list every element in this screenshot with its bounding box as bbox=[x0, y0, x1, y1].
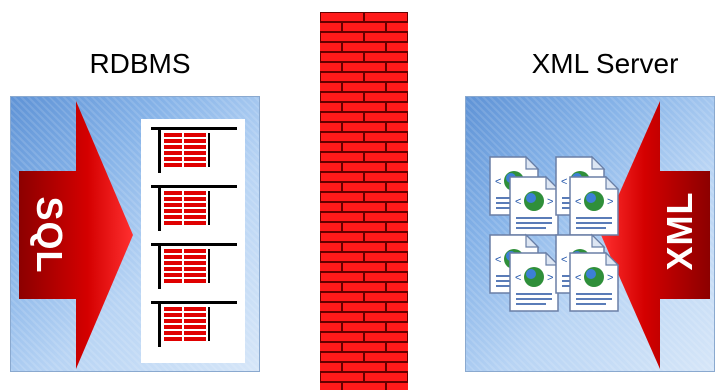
table-icon bbox=[149, 241, 239, 291]
xml-label: XML bbox=[659, 192, 701, 271]
svg-text:<: < bbox=[515, 196, 521, 208]
table-icon bbox=[149, 183, 239, 233]
svg-text:<: < bbox=[515, 272, 521, 284]
xml-document-icon: < > bbox=[566, 175, 622, 237]
svg-text:<: < bbox=[575, 272, 581, 284]
svg-text:>: > bbox=[607, 196, 613, 208]
xml-server-title: XML Server bbox=[475, 48, 725, 80]
svg-text:>: > bbox=[607, 272, 613, 284]
table-icon bbox=[149, 299, 239, 349]
xml-document-icon: < > bbox=[566, 251, 622, 313]
xml-server-panel: XML < > < > < > bbox=[465, 96, 715, 372]
sql-label: SQL bbox=[28, 196, 70, 273]
table-icon bbox=[149, 125, 239, 175]
svg-text:<: < bbox=[575, 196, 581, 208]
firewall-brick-wall bbox=[320, 12, 408, 390]
svg-text:<: < bbox=[495, 254, 501, 266]
svg-text:<: < bbox=[495, 176, 501, 188]
rdbms-title: RDBMS bbox=[10, 48, 270, 80]
database-tables bbox=[141, 119, 245, 363]
rdbms-panel: SQL bbox=[10, 96, 260, 372]
